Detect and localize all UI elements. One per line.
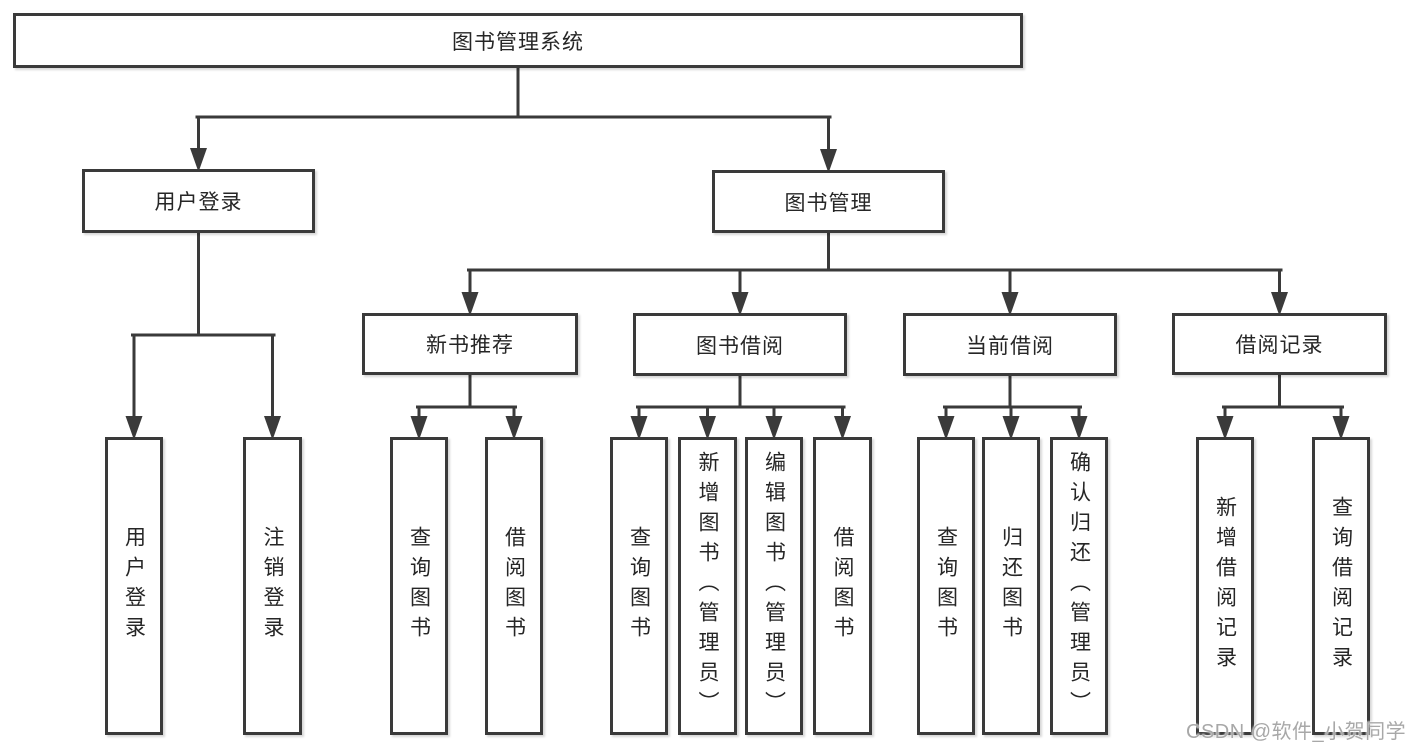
node-book-management-label: 图书管理 [784, 191, 873, 215]
node-current-confirm-return-admin-label: 确认归还（管理员） [1067, 451, 1091, 721]
node-current-query-books-label: 查询图书 [934, 526, 958, 646]
node-new-book-recommend: 新书推荐 [362, 313, 578, 375]
node-user-login-label: 用户登录 [154, 191, 243, 214]
node-borrow-borrow-books-label: 借阅图书 [831, 526, 854, 646]
arrowhead-book-borrow [731, 292, 749, 316]
node-borrow-query-books-label: 查询图书 [627, 526, 651, 646]
node-borrow-edit-books-admin-label: 编辑图书（管理员） [762, 451, 786, 721]
node-borrow-edit-books-admin: 编辑图书（管理员） [745, 437, 803, 735]
node-book-borrow: 图书借阅 [633, 313, 847, 376]
node-borrow-query-books: 查询图书 [610, 437, 668, 735]
arrowhead-recommend-query-books [410, 416, 428, 440]
arrowhead-current-borrow [1001, 292, 1019, 316]
node-current-return-books: 归还图书 [982, 437, 1040, 735]
node-current-return-books-label: 归还图书 [999, 526, 1023, 646]
node-system-label: 图书管理系统 [452, 30, 584, 54]
node-records-add-borrow-record: 新增借阅记录 [1196, 437, 1254, 735]
node-recommend-query-books: 查询图书 [390, 437, 448, 735]
arrowhead-current-return-books [1002, 416, 1020, 440]
node-book-borrow-label: 图书借阅 [696, 334, 784, 358]
arrowhead-current-confirm-return-admin [1070, 416, 1088, 440]
node-recommend-borrow-books: 借阅图书 [485, 437, 543, 735]
arrowhead-borrow-records [1271, 292, 1288, 316]
node-login-logout-label: 注销登录 [261, 526, 284, 646]
arrowhead-records-add-borrow-record [1216, 416, 1234, 440]
node-borrow-records: 借阅记录 [1172, 313, 1387, 375]
arrowhead-borrow-add-books-admin [699, 416, 716, 440]
arrowhead-current-query-books [937, 416, 955, 440]
arrowhead-recommend-borrow-books [505, 416, 523, 440]
node-recommend-query-books-label: 查询图书 [407, 526, 431, 646]
arrowhead-login-user-login [125, 416, 143, 440]
csdn-watermark: CSDN @软件_小贺同学 [1186, 721, 1405, 743]
arrowhead-user-login [190, 148, 207, 172]
arrowhead-borrow-borrow-books [834, 416, 851, 440]
arrowhead-borrow-edit-books-admin [765, 416, 783, 440]
node-new-book-recommend-label: 新书推荐 [426, 334, 514, 357]
node-records-query-borrow-record: 查询借阅记录 [1312, 437, 1370, 735]
node-borrow-borrow-books: 借阅图书 [813, 437, 872, 735]
arrowhead-new-book-recommend [461, 292, 479, 316]
node-login-user-login: 用户登录 [105, 437, 163, 735]
arrowhead-login-logout [264, 416, 281, 440]
node-current-borrow: 当前借阅 [903, 313, 1117, 376]
node-current-borrow-label: 当前借阅 [966, 334, 1054, 358]
node-system: 图书管理系统 [13, 13, 1023, 68]
node-records-query-borrow-record-label: 查询借阅记录 [1329, 496, 1353, 676]
node-borrow-add-books-admin-label: 新增图书（管理员） [696, 451, 719, 721]
node-user-login: 用户登录 [82, 169, 315, 233]
node-login-logout: 注销登录 [243, 437, 302, 735]
arrowhead-records-query-borrow-record [1332, 416, 1350, 440]
arrowhead-borrow-query-books [630, 416, 648, 440]
node-recommend-borrow-books-label: 借阅图书 [502, 526, 526, 646]
node-current-query-books: 查询图书 [917, 437, 975, 735]
node-records-add-borrow-record-label: 新增借阅记录 [1213, 496, 1237, 676]
node-borrow-add-books-admin: 新增图书（管理员） [678, 437, 737, 735]
node-login-user-login-label: 用户登录 [122, 526, 146, 646]
arrowhead-book-management [820, 149, 837, 173]
node-book-management: 图书管理 [712, 170, 945, 233]
node-current-confirm-return-admin: 确认归还（管理员） [1050, 437, 1108, 735]
node-borrow-records-label: 借阅记录 [1235, 334, 1324, 357]
